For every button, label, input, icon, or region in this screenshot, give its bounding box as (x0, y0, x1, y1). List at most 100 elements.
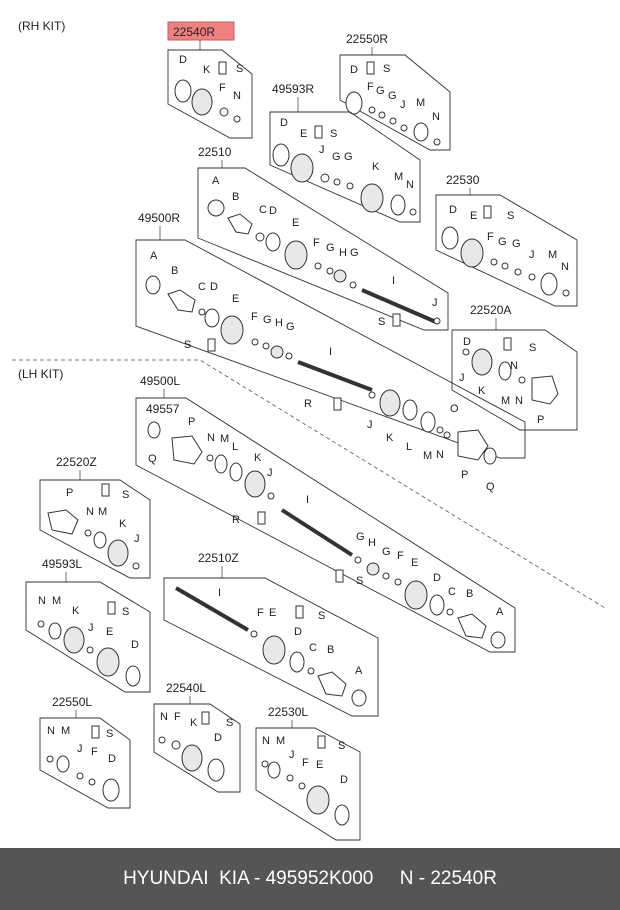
part-letter-F: F (397, 550, 404, 562)
part-letter-G: G (344, 151, 353, 163)
circlip-part (433, 138, 441, 146)
part-letter-D: D (433, 572, 441, 584)
part-letter-F: F (174, 711, 181, 723)
part-letter-D: D (131, 639, 139, 651)
cv-joint-outer-part (227, 213, 253, 235)
ring-part (394, 578, 402, 586)
part-letter-N: N (436, 449, 444, 461)
shaft-part (174, 586, 250, 632)
part-letter-K: K (372, 161, 380, 173)
part-letter-A: A (355, 665, 363, 677)
header-49593L[interactable]: 49593L (42, 557, 82, 571)
part-letter-J: J (400, 99, 406, 111)
part-letter-O: O (450, 403, 459, 415)
circlip-part (368, 391, 376, 399)
part-letter-K: K (190, 717, 198, 729)
grease-part (483, 205, 492, 219)
part-letter-G: G (350, 247, 359, 259)
header-22510Z[interactable]: 22510Z (198, 551, 239, 565)
ring-part (528, 273, 536, 281)
circlip-part (433, 317, 441, 325)
header-22520Z[interactable]: 22520Z (56, 455, 97, 469)
boot-band-part (402, 399, 418, 421)
part-letter-F: F (487, 231, 494, 243)
grease-part (207, 338, 216, 352)
circlip-part (46, 755, 54, 763)
part-letter-N: N (233, 90, 241, 102)
header-22510[interactable]: 22510 (198, 145, 232, 159)
header-22530[interactable]: 22530 (446, 173, 480, 187)
ring-part (446, 608, 454, 616)
ring-part (206, 454, 214, 462)
part-letter-K: K (119, 518, 127, 530)
boot-band-part (429, 594, 445, 616)
header-22520A[interactable]: 22520A (470, 303, 511, 317)
header-49500R[interactable]: 49500R (138, 211, 180, 225)
part-letter-D: D (449, 204, 457, 216)
part-letter-N: N (406, 179, 414, 191)
part-letter-M: M (416, 97, 425, 109)
ring-part (382, 572, 390, 580)
part-letter-N: N (207, 432, 215, 444)
part-letter-A: A (496, 606, 504, 618)
boot-band-part (272, 143, 290, 167)
parts-22530L (261, 735, 350, 826)
shaft-part (280, 508, 354, 557)
boot-band-part (265, 232, 281, 252)
outline-49593L (25, 581, 151, 693)
header-22540R[interactable]: 22540R (173, 25, 215, 39)
rh-kit-label: (RH KIT) (18, 19, 65, 33)
boot-part (460, 238, 484, 268)
part-letter-N: N (262, 735, 270, 747)
cv-joint-inner-part (171, 435, 203, 465)
boot-part (181, 744, 203, 772)
part-letter-C: C (309, 642, 317, 654)
boot-part (244, 470, 266, 498)
part-letter-E: E (292, 217, 299, 229)
boot-part (379, 389, 401, 417)
header-22550L[interactable]: 22550L (52, 695, 92, 709)
part-letter-D: D (269, 205, 277, 217)
header-22550R[interactable]: 22550R (346, 32, 388, 46)
part-letter-F: F (251, 311, 258, 323)
cv-joint-outer-part (457, 613, 487, 639)
boot-part (284, 240, 308, 270)
part-letter-J: J (529, 249, 535, 261)
part-letter-G: G (332, 151, 341, 163)
boot-part (191, 88, 213, 116)
grease-part (101, 483, 110, 497)
part-letter-K: K (203, 64, 211, 76)
lh-kit-label: (LH KIT) (18, 367, 63, 381)
outline-22520A (451, 329, 578, 431)
part-letter-R: R (232, 514, 240, 526)
part-letter-S: S (330, 128, 337, 140)
part-letter-F: F (302, 757, 309, 769)
part-letter-F: F (257, 607, 264, 619)
ring-part (490, 258, 498, 266)
boot-band-part (390, 194, 406, 216)
grease-part (257, 511, 266, 525)
ring-part (346, 182, 354, 190)
part-number-footer: HYUNDAI KIA - 495952K000 N - 22540R (0, 848, 620, 910)
boot-band-part (498, 361, 512, 381)
part-letter-E: E (269, 607, 276, 619)
part-letter-J: J (432, 297, 438, 309)
shaft-part (297, 360, 373, 392)
part-letter-N: N (432, 111, 440, 123)
header-49557[interactable]: 49557 (146, 402, 180, 416)
outline-49593R (269, 111, 421, 223)
part-letter-I: I (329, 346, 332, 358)
part-letter-K: K (478, 385, 486, 397)
part-letter-I: I (392, 275, 395, 287)
header-49593R[interactable]: 49593R (272, 82, 314, 96)
boot-part (404, 580, 428, 610)
header-22530L[interactable]: 22530L (268, 705, 308, 719)
header-49500L[interactable]: 49500L (140, 374, 180, 388)
header-22540L[interactable]: 22540L (166, 681, 206, 695)
part-letter-M: M (98, 506, 107, 518)
circlip-part (409, 208, 417, 216)
part-letter-G: G (263, 314, 272, 326)
part-letter-D: D (294, 626, 302, 638)
part-letter-G: G (498, 236, 507, 248)
boot-part (107, 539, 129, 567)
